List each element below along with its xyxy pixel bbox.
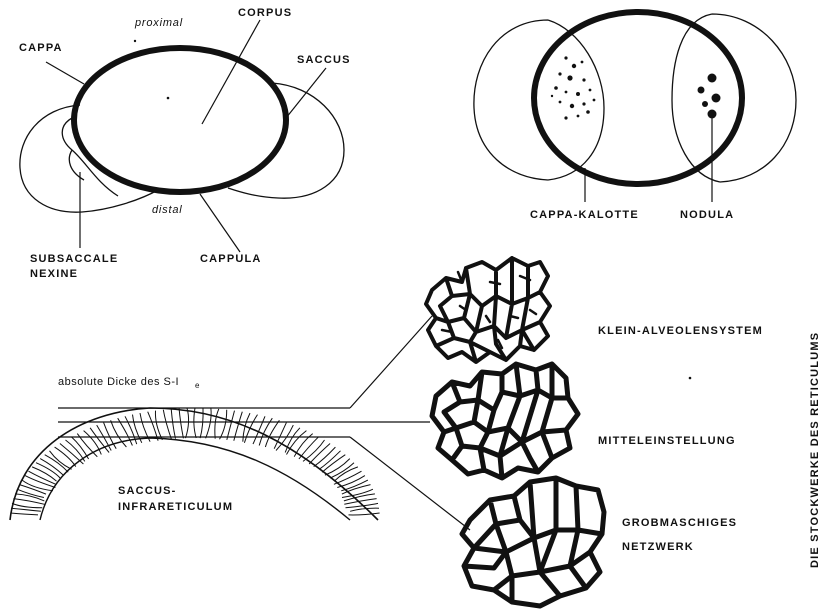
hatch-stroke — [186, 408, 189, 438]
corpus-ring-top — [534, 12, 742, 184]
level-labels: KLEIN-ALVEOLENSYSTEM MITTELEINSTELLUNG G… — [598, 325, 763, 553]
hatch-stroke — [234, 412, 243, 441]
hatch-stroke — [148, 412, 158, 441]
label-subsaccale: SUBSACCALE — [30, 253, 118, 265]
left-sac-outline — [474, 20, 604, 180]
label-mittel: MITTELEINSTELLUNG — [598, 435, 736, 447]
label-grob-1: GROBMASCHIGES — [622, 517, 737, 529]
label-saccus: SACCUS — [297, 54, 351, 66]
hatch-stroke — [220, 410, 227, 440]
hatch-stroke — [285, 428, 300, 453]
reticulum-hatching — [10, 408, 379, 515]
label-saccus-2: INFRARETICULUM — [118, 501, 233, 513]
right-sac-outline — [672, 14, 796, 182]
hatch-stroke — [55, 447, 76, 467]
hatch-stroke — [215, 409, 219, 439]
hatch-stroke — [179, 408, 183, 438]
label-cappa-kalotte: CAPPA-KALOTTE — [530, 209, 639, 221]
saccus-section: absolute Dicke des S-I e SACCUS- INFRARE… — [10, 316, 470, 530]
hatch-stroke — [206, 408, 212, 438]
hatch-stroke — [299, 437, 319, 459]
label-cappa: CAPPA — [19, 42, 63, 54]
hatch-stroke — [84, 431, 102, 455]
nodula-dots — [698, 74, 721, 119]
hatch-stroke — [10, 513, 38, 515]
hatch-stroke — [171, 409, 175, 439]
label-grob-2: NETZWERK — [622, 541, 694, 553]
mesh-coarse — [462, 478, 604, 606]
label-nexine: NEXINE — [30, 268, 78, 280]
label-cappula: CAPPULA — [200, 253, 262, 265]
label-distal: distal — [152, 204, 182, 216]
side-view: proximal CORPUS CAPPA SACCUS distal SUBS… — [19, 7, 351, 280]
label-saccus-1: SACCUS- — [118, 485, 177, 497]
label-thickness-sub: e — [195, 381, 200, 390]
cappa-dots — [551, 56, 596, 119]
right-saccus — [228, 83, 344, 198]
label-thickness: absolute Dicke des S-I — [58, 376, 179, 388]
mesh-medium — [432, 364, 578, 478]
hatch-stroke — [349, 513, 380, 515]
hatch-stroke — [163, 410, 171, 440]
vertical-title: DIE STOCKWERKE DES RETICULUMS — [809, 332, 821, 568]
mesh-small — [426, 258, 550, 362]
hatch-stroke — [350, 508, 379, 511]
label-corpus: CORPUS — [238, 7, 292, 19]
hatch-stroke — [11, 508, 41, 511]
hatch-stroke — [12, 503, 42, 507]
label-nodula: NODULA — [680, 209, 734, 221]
corpus-ring — [74, 48, 286, 192]
top-view: CAPPA-KALOTTE NODULA — [474, 12, 796, 221]
label-klein: KLEIN-ALVEOLENSYSTEM — [598, 325, 763, 337]
hatch-stroke — [227, 411, 235, 440]
label-proximal: proximal — [134, 17, 183, 29]
